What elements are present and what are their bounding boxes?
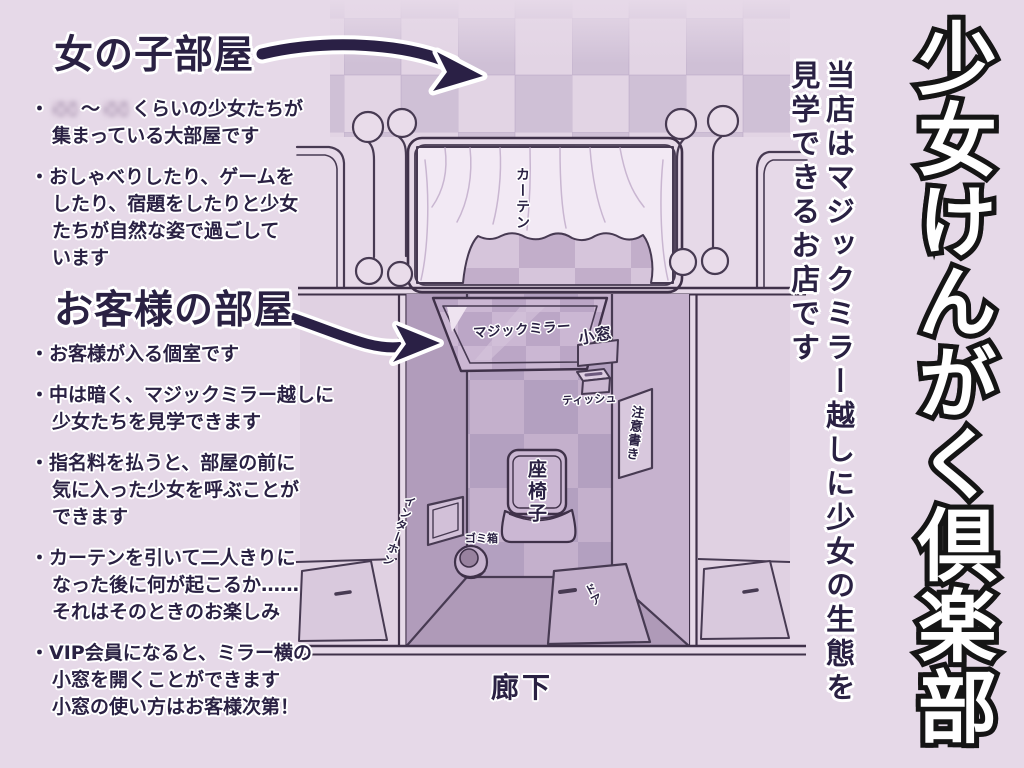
customer-room-bullet-3: ・指名料を払うと、部屋の前に 気に入った少女を呼ぶことが できます [30, 450, 360, 531]
corridor-label: 廊下 [491, 671, 554, 704]
girls-room-bullet-1: ・ ～くらいの少女たちが 集まっている大部屋です [30, 96, 360, 150]
bullet-marker: ・ [30, 547, 50, 569]
magic-mirror [431, 296, 609, 373]
small-window [577, 339, 619, 367]
bullet-text: お客様が入る個室です [49, 343, 240, 365]
girls-room-bullet-2: ・おしゃべりしたり、ゲームを したり、宿題をしたりと少女 たちが自然な姿で過ごし… [30, 164, 360, 272]
tissue-label: ティッシュ [561, 391, 617, 408]
main-title-outline: 少女けんがく倶楽部 [899, 13, 1001, 752]
trash-bin [453, 544, 489, 580]
notice-poster [617, 387, 654, 480]
bullet-text: 指名料を払うと、部屋の前に 気に入った少女を呼ぶことが できます [49, 452, 300, 528]
entrance-door [546, 562, 652, 646]
curtain-shape [416, 146, 674, 284]
bullet-marker: ・ [30, 98, 50, 120]
bullet-text: 中は暗く、マジックミラー越しに 少女たちを見学できます [49, 384, 335, 433]
customer-room-heading: お客様の部屋 [54, 288, 295, 333]
main-title: 少女けんがく倶楽部 [904, 18, 996, 747]
right-booth [697, 558, 791, 640]
bullet-marker: ・ [30, 384, 50, 406]
curtain-label: カーテン [514, 167, 530, 231]
bullet-marker: ・ [30, 642, 50, 664]
girls-room-heading: 女の子部屋 [54, 33, 255, 78]
bullet-marker: ・ [30, 166, 50, 188]
censored-age-blur [103, 101, 130, 117]
intercom-panel [426, 495, 465, 547]
curtain-folds [420, 147, 669, 281]
trash-bin-label: ゴミ箱 [465, 532, 498, 545]
customer-room-interior [405, 294, 690, 647]
shop-description: 当店はマジックミラー越しに少女の生態を 見学できるお店です [786, 60, 856, 760]
girls-room-bullets: ・～くらいの少女たちが 集まっている大部屋です ・おしゃべりしたり、ゲームを し… [30, 96, 360, 286]
customer-room-bullet-5: ・VIP会員になると、ミラー横の 小窓を開くことができます 小窓の使い方はお客様… [30, 640, 360, 721]
left-booth [295, 558, 398, 642]
mirror-window-curtain [406, 136, 684, 294]
shop-description-col2: 見学できるお店です [786, 60, 821, 366]
bullet-text: ～ [81, 98, 101, 120]
curtain-rod-posts [351, 104, 740, 288]
floor-chair [500, 448, 577, 544]
bullet-text: おしゃべりしたり、ゲームを したり、宿題をしたりと少女 たちが自然な姿で過ごして… [49, 166, 299, 269]
corridor-wall [298, 644, 806, 656]
bullet-text: くらいの少女たちが 集まっている大部屋です [52, 98, 304, 147]
neighbour-window-frames [295, 145, 809, 290]
girls-room-arrow [252, 35, 488, 96]
tissue-box [576, 368, 611, 395]
customer-room-bullet-1: ・お客様が入る個室です [30, 341, 360, 368]
bullet-text: カーテンを引いて二人きりに なった後に何が起こるか…… それはそのときのお楽しみ [49, 547, 300, 623]
customer-room-bullets: ・お客様が入る個室です ・中は暗く、マジックミラー越しに 少女たちを見学できます… [30, 341, 360, 735]
customer-room-bullet-4: ・カーテンを引いて二人きりに なった後に何が起こるか…… それはそのときのお楽し… [30, 545, 360, 626]
bullet-text: VIP会員になると、ミラー横の 小窓を開くことができます 小窓の使い方はお客様次… [49, 642, 312, 718]
censored-age-blur [52, 101, 79, 117]
customer-room-bullet-2: ・中は暗く、マジックミラー越しに 少女たちを見学できます [30, 382, 360, 436]
floor-chair-label: 座椅子 [525, 459, 547, 525]
shop-description-col1: 当店はマジックミラー越しに少女の生態を [821, 60, 856, 706]
customer-room-arrow [284, 309, 444, 366]
bullet-marker: ・ [30, 452, 50, 474]
bullet-marker: ・ [30, 343, 50, 365]
